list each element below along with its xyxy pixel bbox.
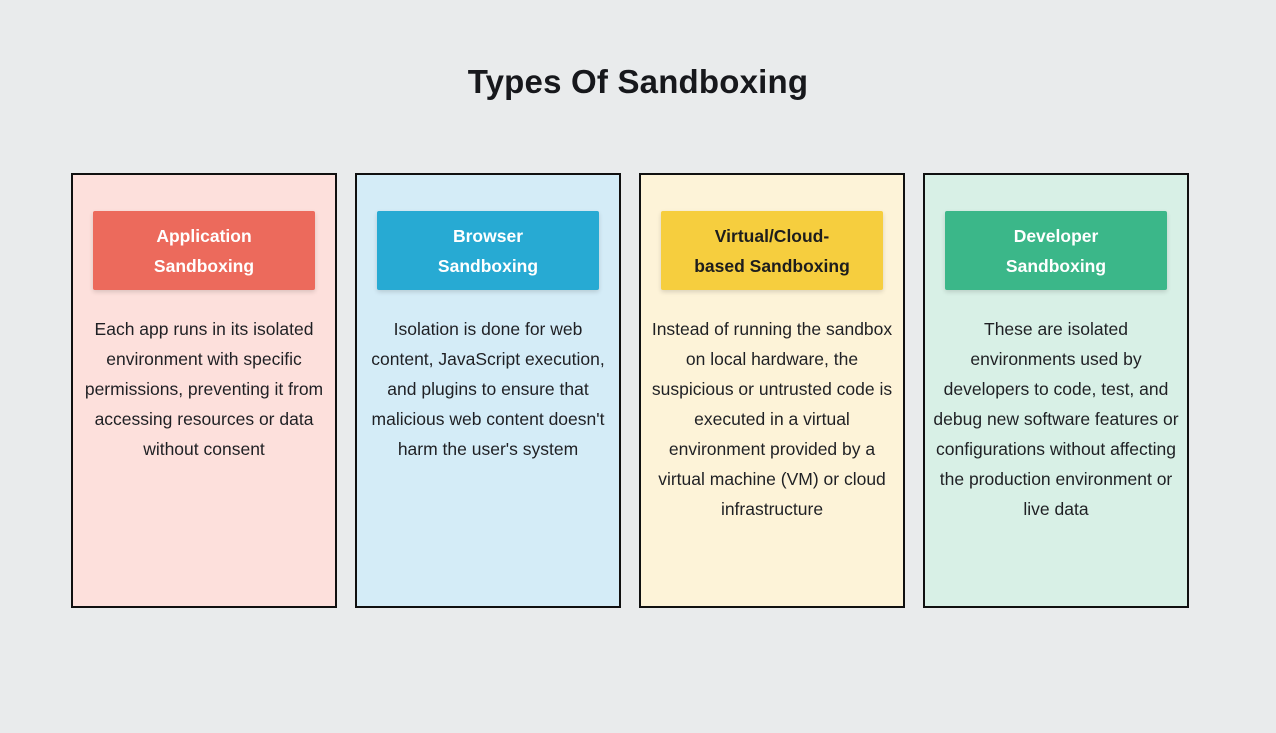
card-title-line: Browser [452,225,524,246]
card-title-line: Sandboxing [437,255,539,276]
card-browser-sandboxing: Browser Sandboxing Isolation is done for… [355,173,621,608]
card-title-line: Developer [1013,225,1099,246]
page-title: Types Of Sandboxing [467,63,809,100]
card-description-browser: Isolation is done for web content, JavaS… [371,319,605,459]
card-developer-sandboxing: Developer Sandboxing These are isolated … [923,173,1189,608]
card-description-virtual-cloud: Instead of running the sandbox on local … [651,319,893,519]
cards-row: Application Sandboxing Each app runs in … [71,173,1276,608]
card-application-sandboxing: Application Sandboxing Each app runs in … [71,173,337,608]
card-title-line: Application [156,225,252,246]
infographic-page: Types Of Sandboxing Application Sandboxi… [0,62,1276,733]
card-header-application: Application Sandboxing [93,211,315,290]
card-title-line: based Sandboxing [694,255,850,276]
card-title-line: Virtual/Cloud- [714,225,830,246]
card-description-developer: These are isolated environments used by … [933,319,1179,519]
card-title-line: Sandboxing [153,255,255,276]
card-header-browser: Browser Sandboxing [377,211,599,290]
card-description-application: Each app runs in its isolated environmen… [84,319,324,459]
card-header-virtual-cloud: Virtual/Cloud- based Sandboxing [661,211,883,290]
card-header-developer: Developer Sandboxing [945,211,1167,290]
card-title-line: Sandboxing [1005,255,1107,276]
card-virtual-cloud-sandboxing: Virtual/Cloud- based Sandboxing Instead … [639,173,905,608]
